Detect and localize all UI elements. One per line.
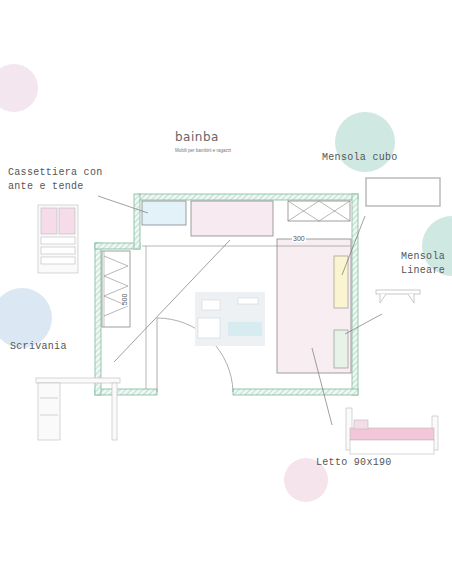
shelf-linear xyxy=(334,330,348,368)
room-photo xyxy=(195,292,265,346)
door-leaf xyxy=(157,318,158,392)
bed-image xyxy=(346,408,438,454)
desk-image xyxy=(36,378,120,440)
desk xyxy=(191,201,273,236)
wardrobe xyxy=(288,201,350,221)
furniture-label: Mensola cubo xyxy=(322,151,398,165)
linear-shelf-image xyxy=(376,290,420,303)
brand-title: bainba xyxy=(175,130,219,144)
dimension-label: 300 xyxy=(292,235,306,242)
closet-hangers xyxy=(104,256,128,316)
dimension-line xyxy=(146,246,147,389)
furniture-label: Letto 90x190 xyxy=(316,456,392,470)
furniture-label: Mensola Lineare xyxy=(385,250,445,278)
leader-line xyxy=(98,196,382,425)
shelf-cube xyxy=(334,256,348,308)
dresser xyxy=(142,201,186,225)
closet-rail xyxy=(104,251,105,327)
furniture-label: Cassettiera con ante e tende xyxy=(8,166,106,194)
bed xyxy=(277,239,351,373)
decor-blob xyxy=(0,288,52,348)
decor-blob xyxy=(0,64,38,112)
dresser-image xyxy=(38,205,78,273)
furniture-label: Scrivania xyxy=(10,340,67,354)
brand-subtitle: Mobili per bambini e ragazzi xyxy=(175,148,231,153)
wardrobe-cross xyxy=(288,201,350,221)
closet xyxy=(102,251,130,327)
cube-shelf-image xyxy=(366,178,440,206)
wall xyxy=(95,194,358,395)
dimension-line xyxy=(142,246,350,247)
dimension-label: 500 xyxy=(121,293,128,307)
